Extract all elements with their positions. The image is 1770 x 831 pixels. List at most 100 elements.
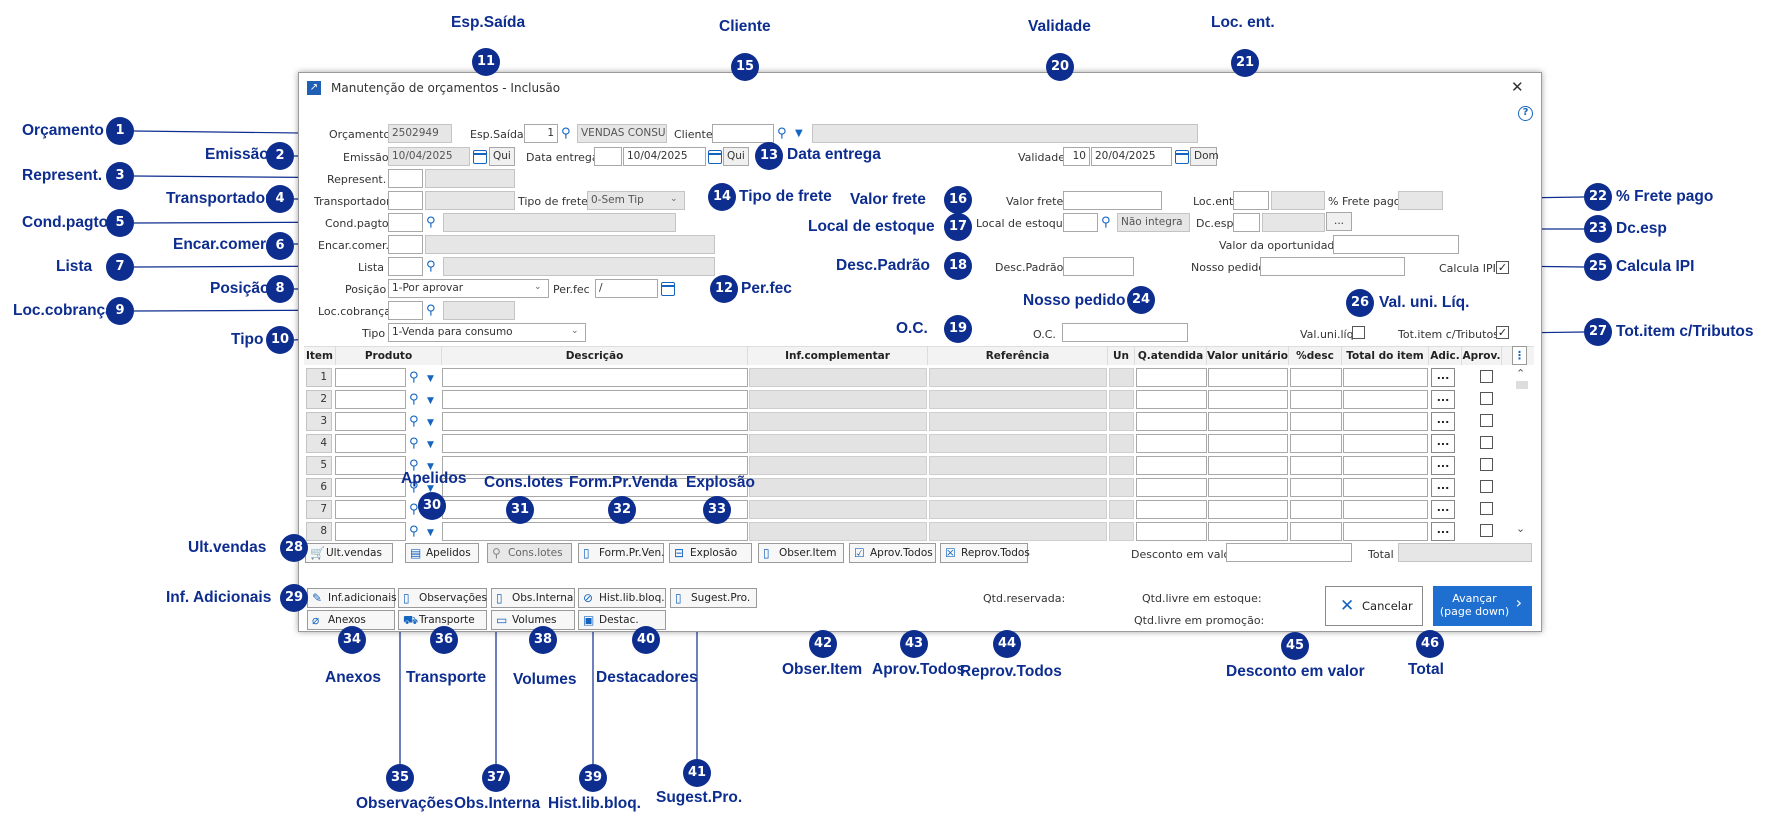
destac-button[interactable]: ▣Destac.: [578, 610, 666, 630]
inf-adicionais-button[interactable]: ✎Inf.adicionais: [307, 588, 397, 608]
produto-input[interactable]: [335, 522, 406, 541]
adic-button[interactable]: ...: [1431, 368, 1455, 387]
calendar-icon[interactable]: [1175, 150, 1189, 164]
validade-days-input[interactable]: 10: [1063, 147, 1090, 166]
desc-input[interactable]: [1290, 434, 1342, 453]
produto-input[interactable]: [335, 456, 406, 475]
dc-esp-input[interactable]: [1233, 213, 1260, 232]
valor-unitario-input[interactable]: [1208, 390, 1288, 409]
hist-lib-bloq-button[interactable]: ⊘Hist.lib.bloq.: [578, 588, 666, 608]
desc-input[interactable]: [1290, 412, 1342, 431]
q-atendida-input[interactable]: [1136, 390, 1207, 409]
desc-input[interactable]: [1290, 478, 1342, 497]
desc-input[interactable]: [1290, 368, 1342, 387]
chevron-down-icon[interactable]: ▼: [795, 128, 803, 139]
local-estoque-input[interactable]: [1063, 213, 1098, 232]
search-icon[interactable]: ⚲: [426, 259, 436, 274]
desc-input[interactable]: [1290, 522, 1342, 541]
produto-input[interactable]: [335, 478, 406, 497]
descricao-input[interactable]: [442, 368, 748, 387]
scroll-up-icon[interactable]: ⌃: [1516, 367, 1526, 380]
loc-ent-input[interactable]: [1233, 191, 1269, 210]
adic-button[interactable]: ...: [1431, 456, 1455, 475]
search-icon[interactable]: ⚲: [426, 303, 436, 318]
aprov-checkbox[interactable]: [1480, 392, 1493, 405]
dc-esp-button[interactable]: ...: [1326, 212, 1352, 231]
aprov-checkbox[interactable]: [1480, 524, 1493, 537]
q-atendida-input[interactable]: [1136, 500, 1207, 519]
search-icon[interactable]: ⚲: [409, 502, 419, 517]
close-icon[interactable]: ✕: [1511, 78, 1524, 96]
search-icon[interactable]: ⚲: [409, 414, 419, 429]
scroll-thumb[interactable]: [1516, 381, 1528, 389]
q-atendida-input[interactable]: [1136, 478, 1207, 497]
chevron-down-icon[interactable]: ▼: [427, 462, 434, 472]
observacoes-button[interactable]: ▯Observações: [398, 588, 487, 608]
desc-padrao-input[interactable]: [1063, 257, 1134, 276]
search-icon[interactable]: ⚲: [409, 392, 419, 407]
descricao-input[interactable]: [442, 412, 748, 431]
chevron-down-icon[interactable]: ▼: [427, 418, 434, 428]
valor-unitario-input[interactable]: [1208, 434, 1288, 453]
esp-saida-code-input[interactable]: 1: [524, 124, 558, 143]
descricao-input[interactable]: [442, 456, 748, 475]
descricao-input[interactable]: [442, 478, 748, 497]
valor-unitario-input[interactable]: [1208, 456, 1288, 475]
desc-input[interactable]: [1290, 500, 1342, 519]
desconto-valor-input[interactable]: [1226, 543, 1352, 562]
search-icon[interactable]: ⚲: [561, 126, 571, 141]
adic-button[interactable]: ...: [1431, 390, 1455, 409]
reprov-todos-button[interactable]: ☒Reprov.Todos: [940, 543, 1030, 563]
obser-item-button[interactable]: ▯Obser.Item: [758, 543, 844, 563]
val-uni-liq-checkbox[interactable]: [1352, 326, 1365, 339]
desc-input[interactable]: [1290, 390, 1342, 409]
calcula-ipi-checkbox[interactable]: ✓: [1496, 261, 1509, 274]
encar-input[interactable]: [388, 235, 423, 254]
desc-input[interactable]: [1290, 456, 1342, 475]
nosso-pedido-input[interactable]: [1260, 257, 1405, 276]
q-atendida-input[interactable]: [1136, 412, 1207, 431]
chevron-down-icon[interactable]: ▼: [427, 440, 434, 450]
search-icon[interactable]: ⚲: [409, 480, 419, 495]
valor-unitario-input[interactable]: [1208, 412, 1288, 431]
search-icon[interactable]: ⚲: [409, 458, 419, 473]
adic-button[interactable]: ...: [1431, 434, 1455, 453]
produto-input[interactable]: [335, 390, 406, 409]
q-atendida-input[interactable]: [1136, 522, 1207, 541]
grid-scrollbar[interactable]: ⌃ ⌄: [1516, 367, 1528, 537]
lista-input[interactable]: [388, 257, 423, 276]
loc-cobranca-input[interactable]: [388, 301, 423, 320]
validade-input[interactable]: 20/04/2025: [1091, 147, 1172, 166]
data-entrega-input[interactable]: 10/04/2025: [623, 147, 706, 166]
search-icon[interactable]: ⚲: [409, 436, 419, 451]
descricao-input[interactable]: [442, 390, 748, 409]
produto-input[interactable]: [335, 412, 406, 431]
chevron-down-icon[interactable]: ▼: [427, 396, 434, 406]
q-atendida-input[interactable]: [1136, 434, 1207, 453]
chevron-down-icon[interactable]: ▼: [427, 528, 434, 538]
descricao-input[interactable]: [442, 434, 748, 453]
tipo-frete-select[interactable]: 0-Sem Tip: [587, 191, 685, 210]
obs-interna-button[interactable]: ▯Obs.Interna: [491, 588, 575, 608]
valor-oportunidade-input[interactable]: [1333, 235, 1459, 254]
scroll-down-icon[interactable]: ⌄: [1516, 522, 1526, 535]
search-icon[interactable]: ⚲: [777, 126, 787, 141]
ult-vendas-button[interactable]: 🛒Ult.vendas: [305, 543, 393, 563]
aprov-checkbox[interactable]: [1480, 458, 1493, 471]
q-atendida-input[interactable]: [1136, 368, 1207, 387]
adic-button[interactable]: ...: [1431, 522, 1455, 541]
tipo-select[interactable]: 1-Venda para consumo: [388, 323, 586, 342]
valor-unitario-input[interactable]: [1208, 522, 1288, 541]
help-icon[interactable]: ?: [1518, 106, 1533, 121]
aprov-todos-button[interactable]: ☑Aprov.Todos: [849, 543, 936, 563]
cons-lotes-button[interactable]: ⚲Cons.lotes: [487, 543, 572, 563]
chevron-down-icon[interactable]: ▼: [427, 484, 434, 494]
per-fec-input[interactable]: /: [595, 279, 658, 298]
represent-input[interactable]: [388, 169, 423, 188]
cliente-input[interactable]: [712, 124, 774, 143]
aprov-checkbox[interactable]: [1480, 370, 1493, 383]
posicao-select[interactable]: 1-Por aprovar: [388, 279, 549, 298]
valor-unitario-input[interactable]: [1208, 478, 1288, 497]
aprov-checkbox[interactable]: [1480, 480, 1493, 493]
cond-pagto-input[interactable]: [388, 213, 423, 232]
